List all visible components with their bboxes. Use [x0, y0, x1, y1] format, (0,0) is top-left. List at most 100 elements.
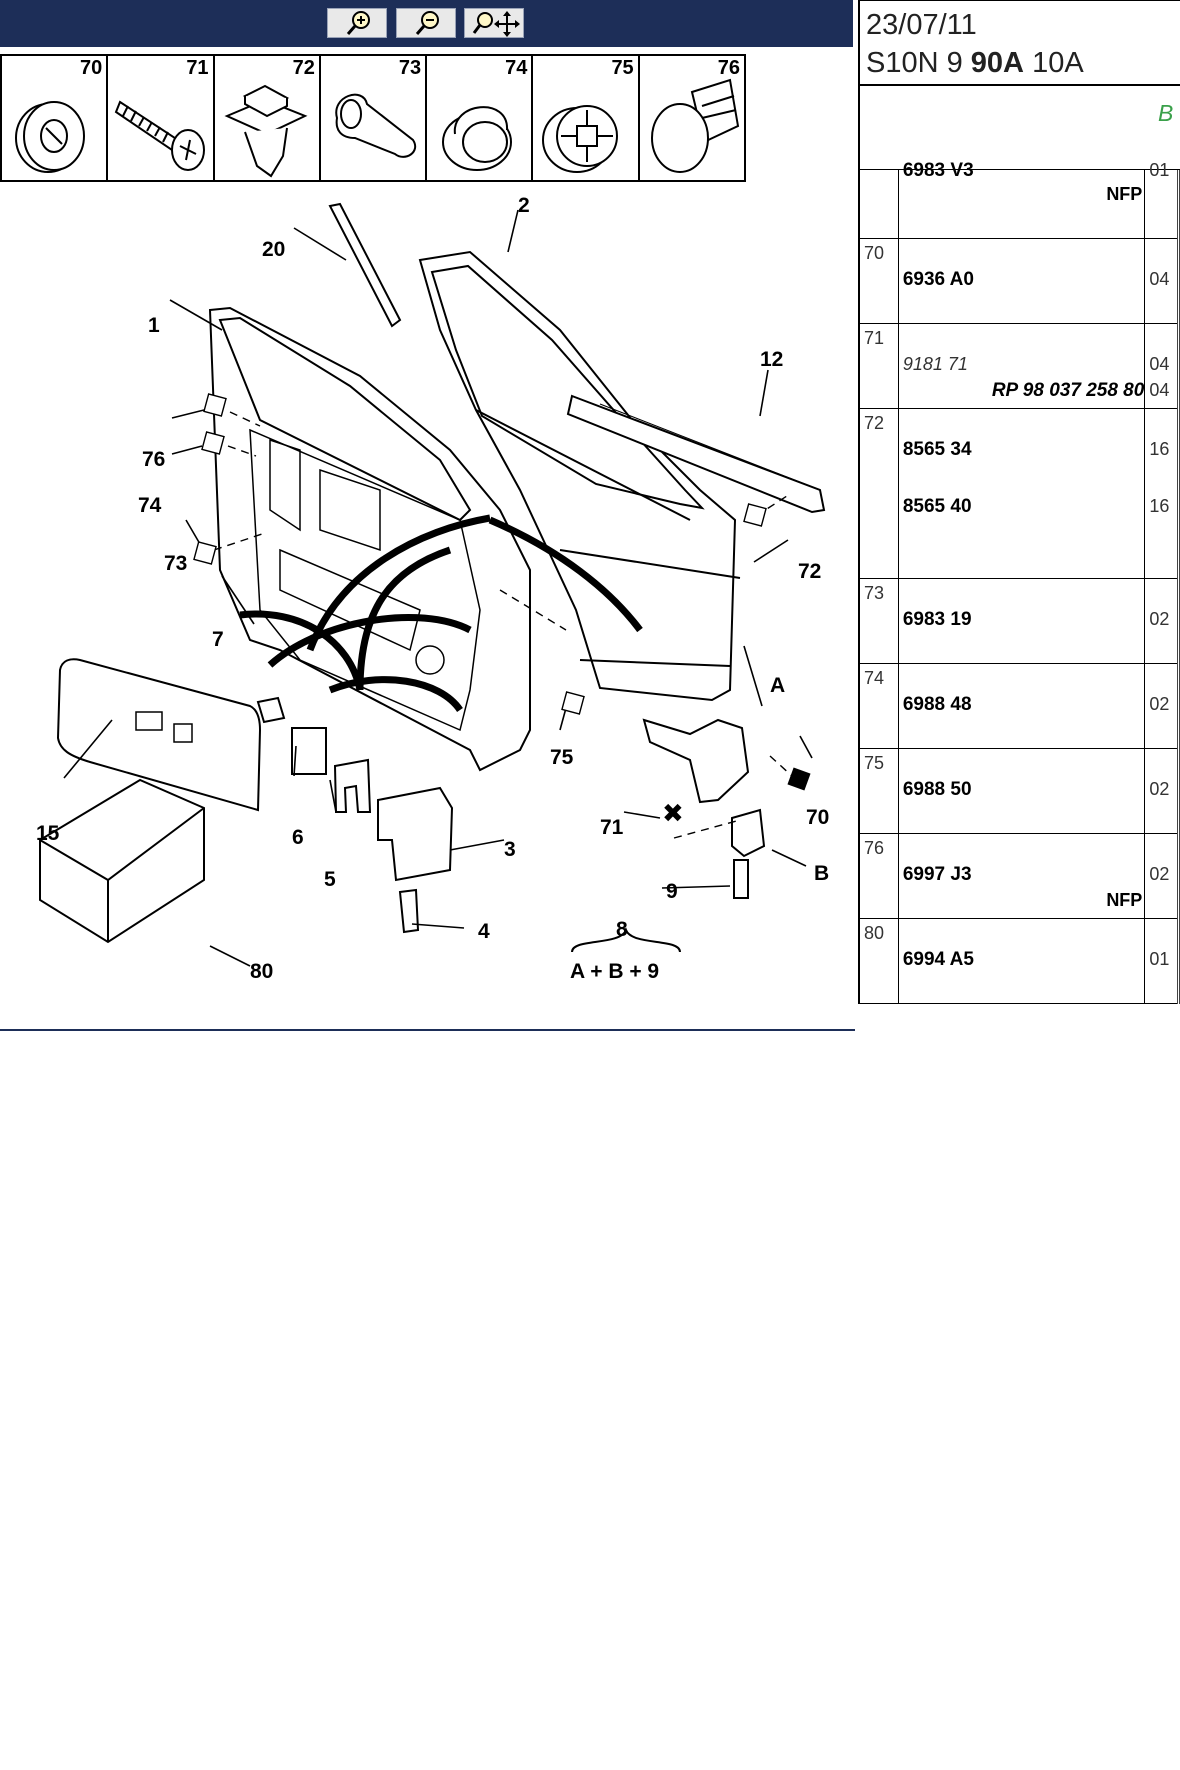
table-row[interactable]: 80 6994 A5 01 — [859, 918, 1180, 1004]
viewer-toolbar — [0, 0, 853, 47]
shim-5 — [333, 758, 372, 813]
callout-a: A — [770, 674, 785, 697]
thumbnail-75[interactable]: 75 — [533, 56, 640, 180]
nfp-note: NFP — [1106, 184, 1143, 204]
callout-9: 9 — [666, 880, 678, 903]
zoom-out-button[interactable] — [396, 8, 456, 38]
part-ref[interactable]: 8565 40 — [902, 495, 972, 517]
part-qty: 04 — [1149, 268, 1170, 289]
thumbnail-number: 74 — [505, 57, 528, 79]
callout-75: 75 — [550, 746, 574, 769]
parts-subheader: B — [858, 86, 1180, 170]
fastener-thumbnail-strip: 70 71 — [0, 54, 746, 182]
item-number: 70 — [859, 238, 899, 324]
part-qty: 16 — [1149, 495, 1170, 516]
thumbnail-73[interactable]: 73 — [321, 56, 428, 180]
table-row[interactable]: 6983 V3 NFP 01 — [859, 160, 1180, 239]
subheader-text: B — [1158, 100, 1174, 126]
part-qty: 16 — [1149, 438, 1170, 459]
table-row[interactable]: 74 6988 48 02 — [859, 663, 1180, 749]
catalog-code: S10N 9 90A 10A — [866, 47, 1084, 80]
door-inner-frame-1 — [208, 306, 531, 772]
parts-diagram-viewer: 70 71 — [0, 0, 855, 1031]
zoom-out-icon — [415, 11, 439, 35]
callout-2: 2 — [518, 194, 530, 217]
part-ref[interactable]: 6994 A5 — [902, 948, 974, 970]
item-number: 76 — [859, 833, 899, 919]
table-row[interactable]: 71 9181 71 RP 98 037 258 80 04 04 — [859, 323, 1180, 409]
part-ref[interactable]: 9181 71 — [902, 353, 968, 374]
part-ref-alt[interactable]: RP 98 037 258 80 — [991, 379, 1145, 401]
hinge-3 — [377, 786, 454, 882]
part-qty: 02 — [1149, 778, 1170, 799]
zoom-in-button[interactable] — [327, 8, 387, 38]
callout-70: 70 — [806, 806, 829, 829]
parts-header: 23/07/11 S10N 9 90A 10A — [858, 0, 1180, 86]
parts-list-panel: 23/07/11 S10N 9 90A 10A B 6983 V3 NFP 01… — [858, 0, 1180, 1029]
nfp-note: NFP — [1106, 889, 1143, 910]
push-clip-icon — [650, 78, 739, 173]
part-ref[interactable]: 6997 J3 — [902, 863, 972, 885]
part-ref[interactable]: 6983 19 — [902, 608, 972, 630]
hinge-b — [731, 808, 766, 858]
part-qty: 04 — [1149, 353, 1170, 374]
callout-8-formula: A + B + 9 — [570, 960, 659, 983]
item-number: 74 — [859, 663, 899, 749]
code-prefix: S10N 9 — [866, 47, 963, 79]
door-outer-panel-2 — [418, 250, 737, 702]
callout-80: 80 — [250, 960, 273, 983]
hinge-pin-4 — [398, 888, 420, 934]
part-ref[interactable]: 8565 34 — [902, 438, 972, 460]
svg-text:✖: ✖ — [662, 799, 684, 829]
thumbnail-70[interactable]: 70 — [2, 56, 109, 180]
thumbnail-74[interactable]: 74 — [427, 56, 534, 180]
part-ref[interactable]: 6988 48 — [902, 693, 972, 715]
item-number: 72 — [859, 408, 899, 579]
thumbnail-number: 72 — [292, 57, 315, 79]
callout-b: B — [814, 862, 829, 885]
thumbnail-number: 73 — [398, 57, 422, 79]
callout-72: 72 — [798, 560, 821, 583]
pin-9 — [733, 859, 749, 899]
part-ref[interactable]: 6936 A0 — [902, 268, 974, 290]
item-number: 73 — [859, 578, 899, 664]
item-number: 80 — [859, 918, 899, 1004]
callout-74: 74 — [138, 494, 162, 517]
table-row[interactable]: 73 6983 19 02 — [859, 578, 1180, 664]
code-suffix: 10A — [1032, 47, 1084, 79]
table-row[interactable]: 72 8565 34 8565 40 16 16 — [859, 408, 1180, 579]
thumbnail-76[interactable]: 76 — [640, 56, 744, 180]
part-qty: 01 — [1149, 948, 1170, 969]
item-number: 71 — [859, 323, 899, 409]
table-row[interactable]: 70 6936 A0 04 — [859, 238, 1180, 324]
part-ref: 6983 V3 — [902, 160, 974, 181]
zoom-in-icon — [346, 11, 370, 35]
screw-icon — [115, 100, 206, 171]
part-qty: 02 — [1149, 608, 1170, 629]
part-qty: 02 — [1149, 863, 1170, 884]
hinge-a — [642, 718, 750, 804]
callout-12: 12 — [760, 348, 783, 371]
callout-73: 73 — [164, 552, 187, 575]
callout-6: 6 — [292, 826, 304, 849]
grommet-icon — [15, 101, 85, 173]
part-qty: 02 — [1149, 693, 1170, 714]
code-bold: 90A — [970, 47, 1024, 79]
callout-1: 1 — [148, 314, 160, 337]
item-number: 75 — [859, 748, 899, 834]
callout-71: 71 — [600, 816, 624, 839]
thumbnail-71[interactable]: 71 — [108, 56, 215, 180]
bolt-7 — [256, 696, 286, 724]
parts-table: 6983 V3 NFP 01 70 6936 A0 04 71 9181 71 … — [858, 160, 1180, 1004]
table-row[interactable]: 75 6988 50 02 — [859, 748, 1180, 834]
hinge-plate-6 — [291, 727, 327, 775]
thumbnail-number: 71 — [186, 57, 209, 79]
zoom-move-icon — [472, 11, 520, 37]
thumbnail-72[interactable]: 72 — [215, 56, 321, 180]
part-ref[interactable]: 6988 50 — [902, 778, 972, 800]
zoom-pan-button[interactable] — [464, 8, 524, 38]
blanking-plug-icon — [542, 105, 619, 173]
waist-strip-12 — [566, 394, 826, 514]
thumbnail-number: 76 — [717, 57, 740, 79]
table-row[interactable]: 76 6997 J3 NFP 02 — [859, 833, 1180, 919]
